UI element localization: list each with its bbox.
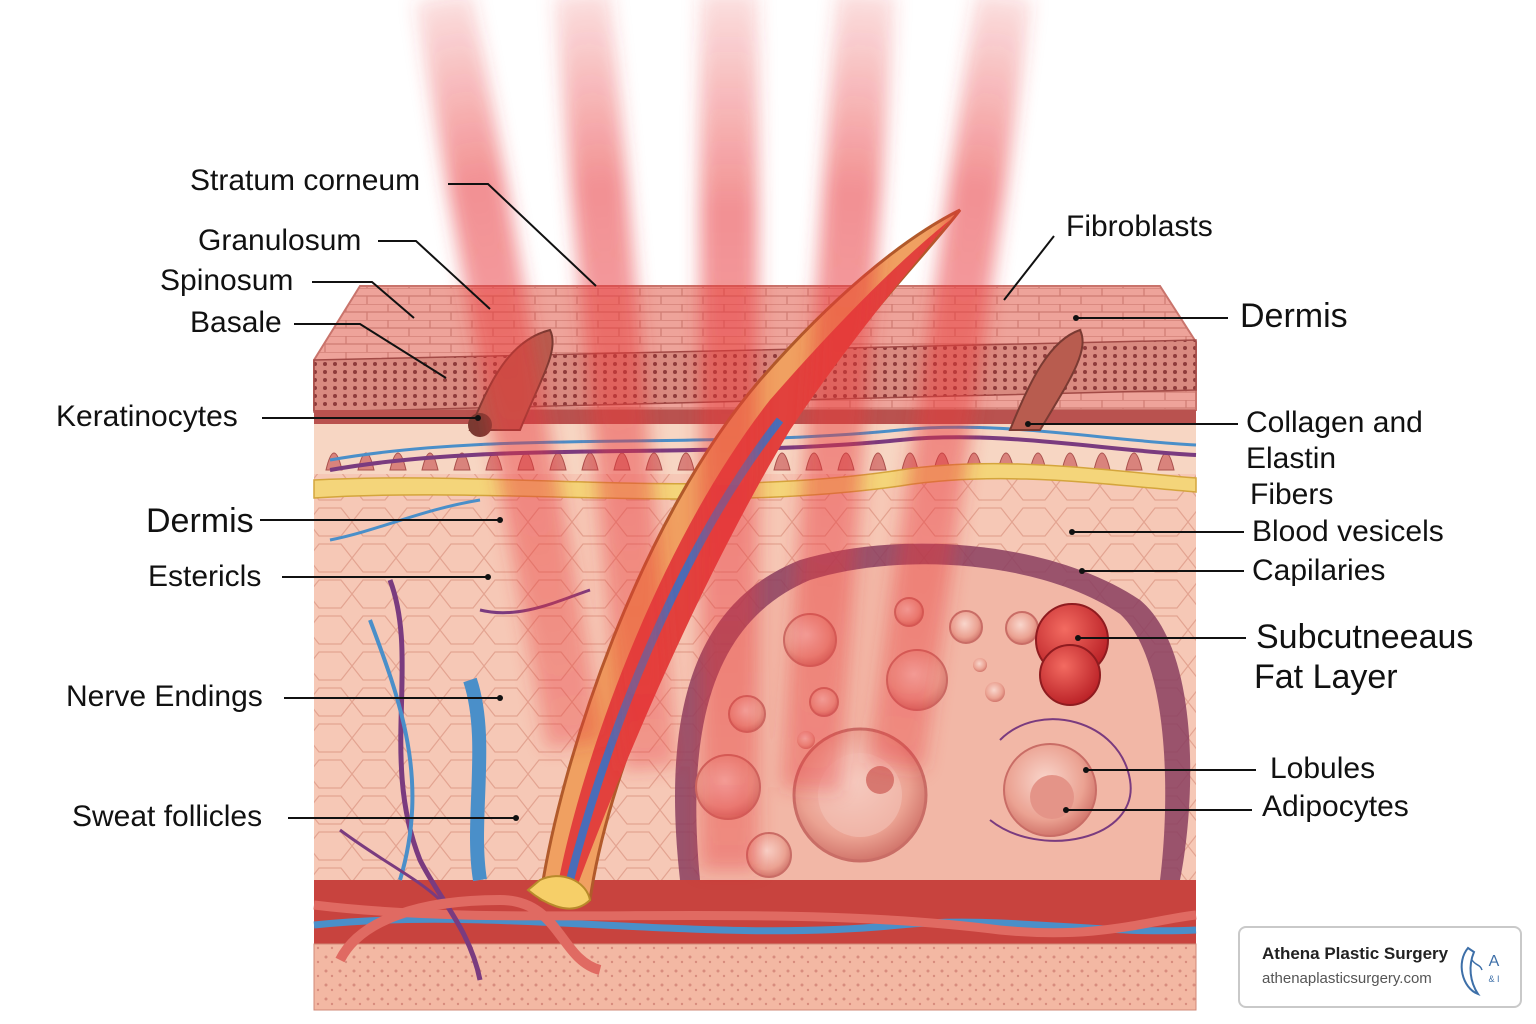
- red-light-beams: [414, 0, 1033, 870]
- label-subcutaneous-line2: Fat Layer: [1254, 658, 1398, 696]
- leader-lines: [260, 183, 1256, 819]
- label-subcutaneous-line1: Subcutneeaus: [1256, 618, 1474, 656]
- label-collagen-line3: Fibers: [1250, 478, 1334, 511]
- leader-dots: [475, 315, 1089, 821]
- label-capilaries: Capilaries: [1252, 554, 1386, 587]
- label-estericls: Estericls: [148, 560, 262, 593]
- label-keratinocytes: Keratinocytes: [56, 400, 238, 433]
- label-dermis-left: Dermis: [146, 502, 254, 540]
- label-lobules: Lobules: [1270, 752, 1376, 785]
- watermark-brand: Athena Plastic Surgery: [1262, 944, 1449, 963]
- label-fibroblasts: Fibroblasts: [1066, 210, 1213, 243]
- label-sweat-follicles: Sweat follicles: [72, 800, 263, 833]
- athena-logo-icon: A & I: [1460, 946, 1500, 997]
- watermark-badge: Athena Plastic Surgery athenaplasticsurg…: [1238, 926, 1522, 1008]
- label-stratum-corneum: Stratum corneum: [190, 164, 421, 197]
- label-spinosum: Spinosum: [160, 264, 294, 297]
- label-adipocytes: Adipocytes: [1262, 790, 1409, 823]
- label-nerve-endings: Nerve Endings: [66, 680, 263, 713]
- label-basale: Basale: [190, 306, 282, 339]
- label-granulosum: Granulosum: [198, 224, 362, 257]
- label-collagen-line1: Collagen and: [1246, 406, 1423, 439]
- label-dermis-right: Dermis: [1240, 297, 1348, 335]
- label-blood-vesicels: Blood vesicels: [1252, 515, 1444, 548]
- logo-sub: & I: [1488, 974, 1499, 984]
- label-collagen-line2: Elastin: [1246, 442, 1337, 475]
- watermark-url: athenaplasticsurgery.com: [1262, 970, 1432, 987]
- logo-letter: A: [1489, 953, 1500, 970]
